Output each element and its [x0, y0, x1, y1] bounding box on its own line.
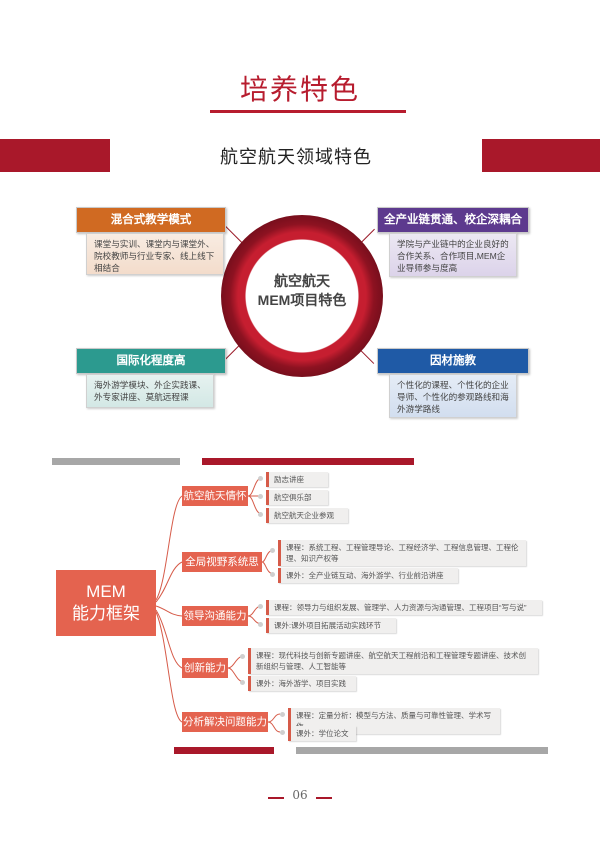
branch-problem-solving: 分析解决问题能力 — [182, 712, 268, 732]
page-title: 培养特色 — [239, 73, 360, 106]
leaf-systems-courses: 课程：系统工程、工程管理导论、工程经济学、工程信息管理、工程伦理、知识产权等 — [278, 540, 526, 566]
mindmap-root-line2: 能力框架 — [72, 604, 140, 623]
leaf-bullet — [258, 622, 263, 627]
branch-aerospace-passion: 航空航天情怀 — [182, 486, 248, 506]
branch-leadership: 领导沟通能力 — [182, 606, 248, 626]
page-number: 06 — [292, 788, 308, 802]
title-underline — [210, 110, 406, 113]
section-band-left — [0, 139, 110, 172]
leaf-innovation-courses: 课程：现代科技与创新专题讲座、航空航天工程前沿和工程管理专题讲座、技术创新组织与… — [248, 648, 538, 674]
leaf-bullet — [258, 476, 263, 481]
feature-card-title-international: 国际化程度高 — [76, 348, 226, 374]
leaf-problem-solving-extracurricular: 课外：学位论文 — [288, 726, 356, 741]
leaf-bullet — [270, 548, 275, 553]
link-root-branch4 — [155, 609, 183, 669]
center-label-line2: MEM项目特色 — [257, 292, 347, 308]
leaf-systems-extracurricular: 课外：全产业链互动、海外游学、行业前沿讲座 — [278, 568, 458, 583]
branch-innovation: 创新能力 — [182, 658, 228, 678]
feature-card-title-blended: 混合式教学模式 — [76, 207, 226, 233]
feature-card-body-international: 海外游学模块、外企实践课、外专家讲座、莫航远程课 — [86, 374, 214, 408]
link-b5-l1 — [267, 713, 281, 723]
divider-red-top — [202, 458, 414, 465]
feature-card-body-blended: 课堂与实训、课堂内与课堂外、院校教师与行业专家、线上线下相结合 — [86, 233, 224, 275]
leaf-leadership-courses: 课程：领导力与组织发展、管理学、人力资源与沟通管理、工程项目“写与说” — [266, 600, 542, 615]
section-band-right — [482, 139, 600, 172]
feature-ring — [221, 215, 383, 377]
divider-gray-bottom — [296, 747, 548, 754]
feature-card-body-industry-chain: 学院与产业链中的企业良好的合作关系、合作项目,MEM企业导师参与度高 — [389, 233, 517, 277]
leaf-innovation-extracurricular: 课外：海外游学、项目实践 — [248, 676, 356, 691]
link-root-branch3 — [155, 605, 183, 617]
divider-gray-top — [52, 458, 180, 465]
link-root-branch2 — [155, 561, 183, 603]
feature-card-title-individualized: 因材施教 — [377, 348, 529, 374]
page-number-rule-left — [268, 797, 284, 799]
mindmap-root: MEM 能力框架 — [56, 570, 156, 636]
link-root-branch5 — [155, 611, 183, 723]
branch-systems-thinking: 全局视野系统思维 — [182, 552, 262, 588]
section-title: 航空航天领域特色 — [220, 147, 372, 168]
leaf-bullet — [270, 572, 275, 577]
leaf-aviation-club: 航空俱乐部 — [266, 490, 328, 505]
leaf-bullet — [258, 512, 263, 517]
link-b5-l2 — [267, 721, 281, 733]
leaf-bullet — [258, 494, 263, 499]
leaf-enterprise-visit: 航空航天企业参观 — [266, 508, 348, 523]
feature-card-title-industry-chain: 全产业链贯通、校企深耦合 — [377, 207, 529, 233]
leaf-bullet — [240, 680, 245, 685]
leaf-bullet — [280, 730, 285, 735]
leaf-bullet — [240, 654, 245, 659]
leaf-bullet — [258, 604, 263, 609]
center-label: 航空航天 MEM项目特色 — [231, 272, 373, 310]
page-number-rule-right — [316, 797, 332, 799]
link-root-branch1 — [155, 495, 183, 601]
center-label-line1: 航空航天 — [274, 273, 330, 289]
feature-card-body-individualized: 个性化的课程、个性化的企业导师、个性化的参观路线和海外游学路线 — [389, 374, 517, 418]
divider-red-bottom — [174, 747, 274, 754]
leaf-bullet — [280, 712, 285, 717]
mindmap-root-line1: MEM — [86, 582, 126, 601]
leaf-inspirational-lecture: 励志讲座 — [266, 472, 328, 487]
leaf-leadership-extracurricular: 课外:课外项目拓展活动实践环节 — [266, 618, 396, 633]
